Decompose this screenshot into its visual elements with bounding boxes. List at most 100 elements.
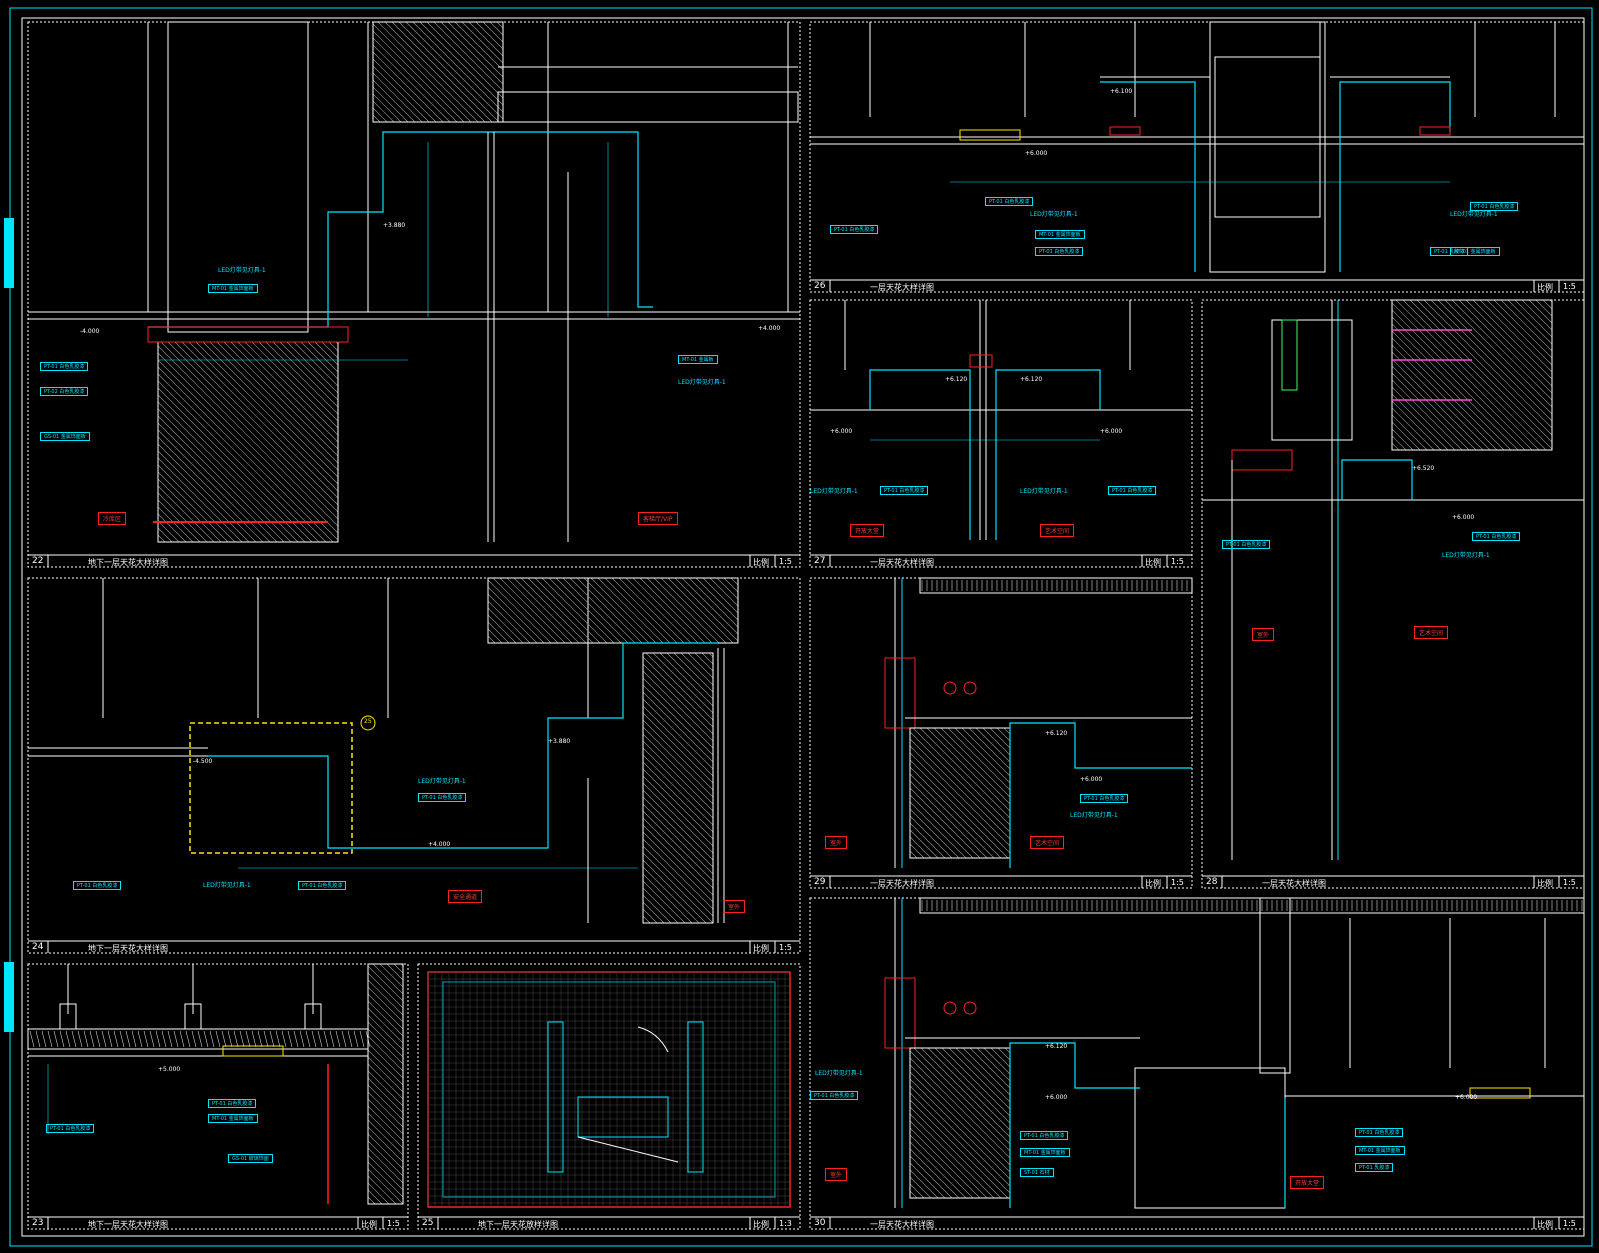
bolt <box>943 1001 957 1015</box>
material-code-label: MT-01 金属饰面板 <box>208 1114 258 1123</box>
led-strip-label: LED灯带见灯具-1 <box>1070 812 1118 819</box>
light-fixture <box>222 1045 284 1057</box>
panel-frame-27 <box>809 299 1193 568</box>
red-trim <box>147 326 349 343</box>
material-code-label: PT-01 白色乳胶漆 <box>810 1091 859 1100</box>
fixture <box>1281 319 1298 391</box>
insulation-hatch <box>149 1030 155 1048</box>
insulation-hatch <box>281 1030 287 1048</box>
insulation-hatch <box>29 1030 35 1048</box>
insulation-hatch <box>251 1030 257 1048</box>
insulation-hatch <box>143 1030 149 1048</box>
material-code-label: PT-01 白色乳胶漆 <box>298 881 347 890</box>
elevation-mark: +6.100 <box>1110 88 1133 95</box>
elevation-mark: +3.880 <box>383 222 406 229</box>
insulation-hatch <box>77 1030 83 1048</box>
led-strip-label: LED灯带见灯具-1 <box>810 488 858 495</box>
arc <box>637 1026 669 1053</box>
material-code-label: MT-01 金属饰面板 <box>1020 1148 1070 1157</box>
ceiling-profile <box>1009 1042 1140 1208</box>
panel-frame-25 <box>417 963 801 1230</box>
insulation-hatch <box>335 1030 341 1048</box>
insulation-hatch <box>275 1030 281 1048</box>
elevation-mark: +6.000 <box>1045 1094 1068 1101</box>
material-code-label: PT-01 白色乳胶漆 <box>830 225 879 234</box>
insulation-hatch <box>359 1030 365 1048</box>
panel-frame-29 <box>809 577 1193 889</box>
scale-label: 比例 <box>753 944 769 953</box>
insulation-hatch <box>167 1030 173 1048</box>
sheet-border <box>9 7 1593 1247</box>
insulation-hatch <box>113 1030 119 1048</box>
material-code-label: PT-01 白色乳胶漆 <box>880 486 929 495</box>
panel-title: 一层天花大样详图 <box>870 558 934 567</box>
material-code-label: MT-01 金属饰面板 <box>1450 247 1500 256</box>
panel-number: 26 <box>814 281 826 291</box>
ceiling-profile <box>1339 81 1451 272</box>
panel-frame-26 <box>809 21 1585 293</box>
concrete-beam-hatch <box>372 21 504 123</box>
slab <box>919 577 1193 594</box>
ceiling-profile <box>1100 81 1196 272</box>
insulation-hatch <box>65 1030 71 1048</box>
material-code-label: PT-01 白色乳胶漆 <box>1472 532 1521 541</box>
led-strip-label: LED灯带见灯具-1 <box>678 379 726 386</box>
slab <box>919 897 1585 914</box>
insulation-hatch <box>233 1030 239 1048</box>
slot-left <box>547 1021 564 1173</box>
elevation-mark: +6.000 <box>1025 150 1048 157</box>
material-code-label: PT-01 白色乳胶漆 <box>1020 1131 1069 1140</box>
insulation-hatch <box>131 1030 137 1048</box>
panel-number: 24 <box>32 942 44 952</box>
panel-frame-24 <box>27 577 801 954</box>
panel-number: 28 <box>1206 877 1218 887</box>
insulation-hatch <box>341 1030 347 1048</box>
insulation-hatch <box>323 1030 329 1048</box>
column-upper <box>1259 897 1291 1074</box>
elevation-mark: -4.500 <box>193 758 213 765</box>
scale-value: 1:5 <box>1171 878 1184 887</box>
elevation-mark: +5.000 <box>158 1066 181 1073</box>
scale-label: 比例 <box>753 1220 769 1229</box>
insulation-hatch <box>83 1030 89 1048</box>
insulation-hatch <box>299 1030 305 1048</box>
elevation-mark: +6.000 <box>1452 514 1475 521</box>
panels-layer <box>27 21 1585 1230</box>
material-code-label: PT-01 白色乳胶漆 <box>208 1099 257 1108</box>
red-trim <box>1419 126 1451 136</box>
wall-hatch <box>157 341 339 543</box>
panel-frame-23 <box>27 963 409 1230</box>
scale-label: 比例 <box>1145 558 1161 567</box>
insulation-hatch <box>239 1030 245 1048</box>
detail-bubble <box>360 715 376 731</box>
panel-number: 30 <box>814 1218 826 1228</box>
slot-right <box>687 1021 704 1173</box>
column <box>1209 21 1326 273</box>
grid-inner <box>442 981 776 1198</box>
panel-title: 地下一层天花大样详图 <box>88 558 168 567</box>
material-code-label: PT-01 白色乳胶漆 <box>73 881 122 890</box>
scale-value: 1:5 <box>1563 878 1576 887</box>
ceiling-profile <box>1341 459 1413 500</box>
insulation-hatch <box>107 1030 113 1048</box>
material-code-label: PT-01 白色乳胶漆 <box>1108 486 1157 495</box>
wall-hatch <box>367 963 404 1205</box>
led-strip-label: LED灯带见灯具-1 <box>418 778 466 785</box>
panel-title: 地下一层天花放样详图 <box>478 1220 558 1229</box>
elevation-mark: +6.000 <box>1080 776 1103 783</box>
room-tag: 艺术空间 <box>1414 626 1449 639</box>
room-tag: 开放大堂 <box>1290 1176 1325 1189</box>
insulation-hatch <box>125 1030 131 1048</box>
scale-label: 比例 <box>361 1220 377 1229</box>
insulation-hatch <box>71 1030 77 1048</box>
scale-value: 1:3 <box>779 1219 792 1228</box>
insulation-hatch <box>257 1030 263 1048</box>
material-code-label: PT-01 白色乳胶漆 <box>1035 247 1084 256</box>
insulation-hatch <box>263 1030 269 1048</box>
room-tag: 室外 <box>825 836 848 849</box>
insulation-hatch <box>245 1030 251 1048</box>
insulation-hatch <box>173 1030 179 1048</box>
room-tag: 开放大堂 <box>850 524 885 537</box>
room-tag: 安全通道 <box>448 890 483 903</box>
ceiling-profile <box>208 642 718 849</box>
